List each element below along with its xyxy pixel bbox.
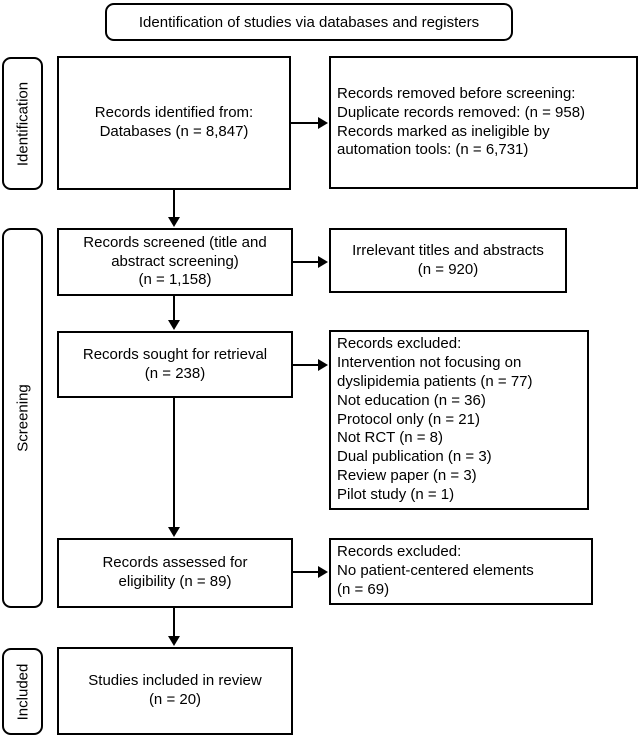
node-records-removed-label: Records removed before screening: Duplic… [337, 84, 586, 159]
arrowhead-sought-to-assessed [168, 527, 180, 537]
arrowhead-identified-to-removed [318, 117, 328, 129]
stage-screening: Screening [2, 228, 43, 608]
node-records-sought: Records sought for retrieval (n = 238) [57, 331, 293, 398]
node-records-sought-label: Records sought for retrieval (n = 238) [82, 345, 268, 382]
stage-identification: Identification [2, 57, 43, 190]
diagram-title-box: Identification of studies via databases … [105, 3, 513, 41]
node-studies-included: Studies included in review (n = 20) [57, 647, 293, 735]
arrowhead-identified-to-screened [168, 217, 180, 227]
node-records-excluded-eligibility-label: Records excluded: No patient-centered el… [337, 543, 534, 598]
node-records-identified: Records identified from: Databases (n = … [57, 56, 291, 190]
connector-sought-to-excluded [293, 364, 319, 366]
node-records-identified-label: Records identified from: Databases (n = … [94, 104, 254, 140]
node-records-assessed: Records assessed for eligibility (n = 89… [57, 538, 293, 608]
node-irrelevant-records: Irrelevant titles and abstracts (n = 920… [329, 228, 567, 293]
node-records-assessed-label: Records assessed for eligibility (n = 89… [102, 554, 248, 590]
arrowhead-screened-to-irrelevant [318, 256, 328, 268]
arrowhead-assessed-to-included [168, 636, 180, 646]
node-studies-included-label: Studies included in review (n = 20) [88, 672, 262, 708]
node-records-excluded-retrieval: Records excluded: Intervention not focus… [329, 330, 589, 510]
connector-identified-to-removed [291, 122, 319, 124]
arrowhead-assessed-to-excluded [318, 566, 328, 578]
stage-included-label: Included [14, 663, 31, 720]
node-records-screened-label: Records screened (title and abstract scr… [83, 233, 267, 289]
connector-identified-to-screened [173, 190, 175, 218]
stage-included: Included [2, 648, 43, 735]
connector-assessed-to-excluded [293, 571, 319, 573]
stage-screening-label: Screening [14, 384, 31, 452]
node-records-excluded-eligibility: Records excluded: No patient-centered el… [329, 538, 593, 605]
connector-screened-to-sought [173, 296, 175, 321]
connector-assessed-to-included [173, 608, 175, 637]
connector-screened-to-irrelevant [293, 261, 319, 263]
node-records-screened: Records screened (title and abstract scr… [57, 228, 293, 296]
node-irrelevant-records-label: Irrelevant titles and abstracts (n = 920… [352, 241, 544, 278]
connector-sought-to-assessed [173, 398, 175, 528]
arrowhead-screened-to-sought [168, 320, 180, 330]
arrowhead-sought-to-excluded [318, 359, 328, 371]
diagram-title: Identification of studies via databases … [138, 13, 480, 31]
stage-identification-label: Identification [14, 81, 31, 166]
node-records-removed: Records removed before screening: Duplic… [329, 56, 638, 189]
node-records-excluded-retrieval-label: Records excluded: Intervention not focus… [337, 334, 533, 504]
